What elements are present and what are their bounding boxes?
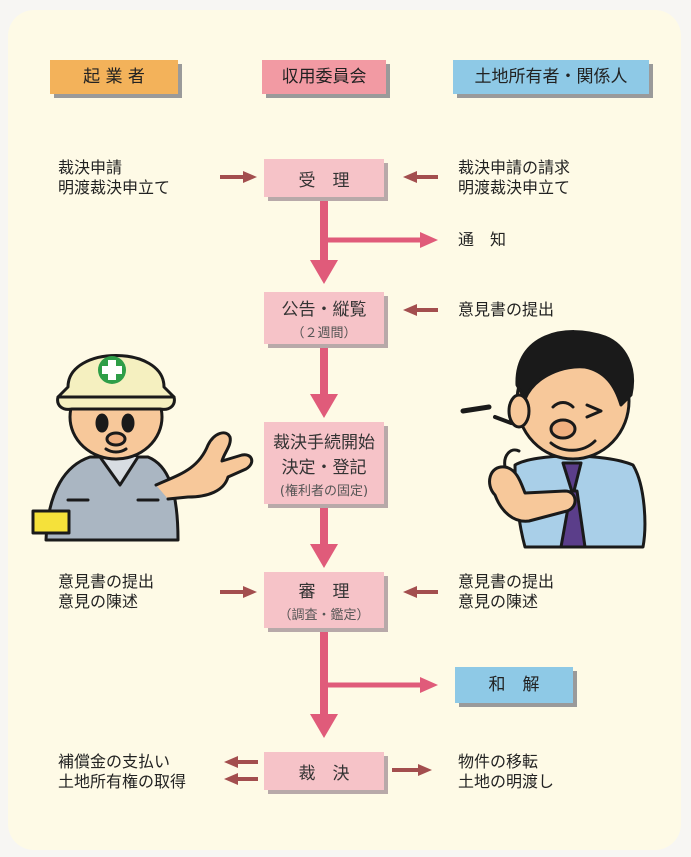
side-arrows <box>220 171 438 785</box>
branch-settlement-head <box>420 677 438 693</box>
arrow-right-icon <box>243 586 257 598</box>
step-accept-label: 受 理 <box>298 170 350 191</box>
worker-illustration <box>31 354 254 542</box>
label-hearing-right-1: 意見書の提出 <box>458 572 555 591</box>
landowner-illustration <box>460 330 647 549</box>
step-decision-label: 裁 決 <box>298 763 350 784</box>
label-hearing-left-1: 意見書の提出 <box>58 572 155 591</box>
step-public-notice-label: 公告・縦覧 <box>281 300 367 320</box>
label-hearing-right-2: 意見の陳述 <box>458 592 539 611</box>
label-hearing-left: 意見書の提出 意見の陳述 <box>58 572 154 612</box>
label-decision-right-1: 物件の移転 <box>458 752 539 771</box>
arrow-right-icon <box>418 764 432 776</box>
step-procedure-start-label1: 裁決手続開始 <box>273 432 375 453</box>
label-accept-right-1: 裁決申請の請求 <box>458 158 571 177</box>
label-decision-right: 物件の移転 土地の明渡し <box>458 752 554 792</box>
main-head-3 <box>310 544 338 568</box>
step-hearing: 審 理 （調査・鑑定） <box>264 572 384 628</box>
arrow-left-icon <box>224 756 238 768</box>
main-head-4 <box>310 714 338 738</box>
label-accept-left: 裁決申請 明渡裁決申立て <box>58 158 170 198</box>
header-entrepreneur: 起 業 者 <box>50 60 178 94</box>
label-decision-right-2: 土地の明渡し <box>458 772 555 791</box>
branch-notify-head <box>420 232 438 248</box>
main-head-1 <box>310 260 338 284</box>
header-committee: 収用委員会 <box>262 60 386 94</box>
arrow-left-icon <box>224 773 238 785</box>
label-accept-right: 裁決申請の請求 明渡裁決申立て <box>458 158 570 198</box>
arrow-left-icon <box>403 586 417 598</box>
main-head-2 <box>310 394 338 418</box>
label-decision-left-2: 土地所有権の取得 <box>58 772 187 791</box>
step-procedure-start-sub: (権利者の固定) <box>279 483 369 499</box>
label-hearing-right: 意見書の提出 意見の陳述 <box>458 572 554 612</box>
step-accept: 受 理 <box>264 159 384 197</box>
step-public-notice-sub: （２週間） <box>291 326 357 341</box>
step-public-notice: 公告・縦覧 （２週間） <box>264 292 384 344</box>
step-hearing-label: 審 理 <box>298 582 350 602</box>
label-hearing-left-2: 意見の陳述 <box>58 592 139 611</box>
step-hearing-sub: （調査・鑑定） <box>278 608 370 623</box>
arrow-left-icon <box>403 171 417 183</box>
label-accept-left-2: 明渡裁決申立て <box>58 178 171 197</box>
arrow-right-icon <box>243 171 257 183</box>
label-accept-left-1: 裁決申請 <box>58 158 123 177</box>
label-notify: 通 知 <box>458 230 507 249</box>
label-notice-right: 意見書の提出 <box>458 300 555 319</box>
label-decision-left: 補償金の支払い 土地所有権の取得 <box>58 752 186 792</box>
step-procedure-start: 裁決手続開始 決定・登記 (権利者の固定) <box>264 422 384 504</box>
label-decision-left-1: 補償金の支払い <box>58 752 171 771</box>
header-owners: 土地所有者・関係人 <box>453 60 649 94</box>
arrow-left-icon <box>403 304 417 316</box>
settlement-box: 和 解 <box>455 667 573 703</box>
label-accept-right-2: 明渡裁決申立て <box>458 178 571 197</box>
step-decision: 裁 決 <box>264 752 384 790</box>
step-procedure-start-label2: 決定・登記 <box>281 457 367 478</box>
main-flow-arrows <box>310 200 438 738</box>
